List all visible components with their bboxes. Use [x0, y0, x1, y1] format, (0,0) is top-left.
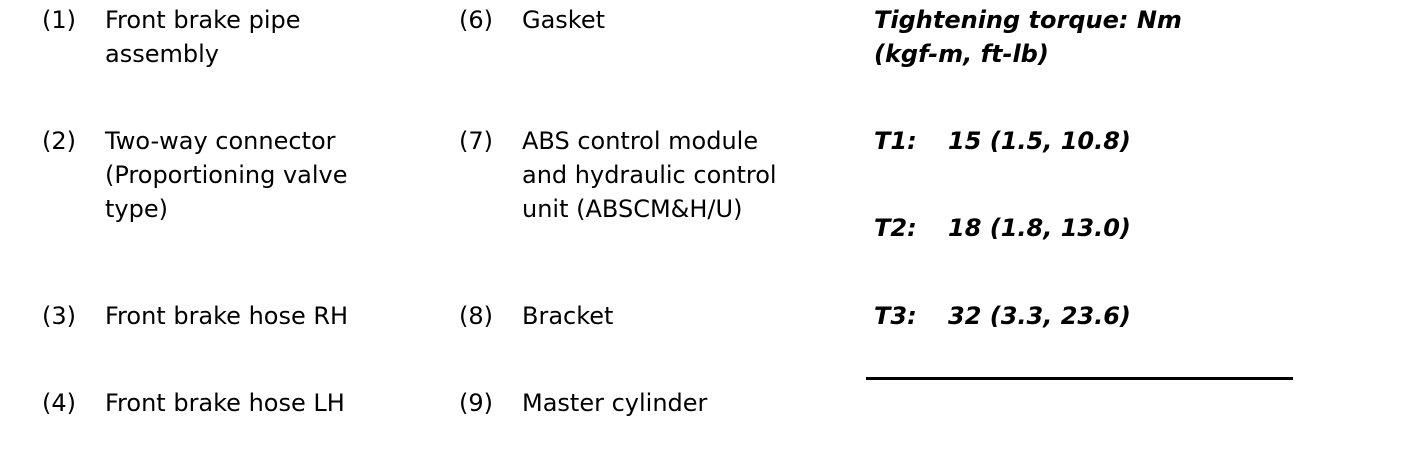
torque-header: Tightening torque: Nm (kgf-m, ft-lb)	[874, 3, 1182, 71]
torque-header-line: Tightening torque: Nm	[874, 6, 1182, 34]
legend-label: ABS control module and hydraulic control…	[522, 124, 777, 226]
legend-label-line: ABS control module	[522, 127, 759, 155]
torque-header-line: (kgf-m, ft-lb)	[874, 40, 1049, 68]
legend-label: Gasket	[522, 3, 605, 37]
legend-label: Front brake hose RH	[105, 299, 348, 333]
legend-label-line: assembly	[105, 40, 219, 68]
legend-number: (2)	[42, 127, 76, 155]
legend-number: (7)	[459, 127, 493, 155]
legend-number: (8)	[459, 302, 493, 330]
legend-label: Master cylinder	[522, 386, 707, 420]
legend-label-line: Two-way connector	[105, 127, 336, 155]
legend-label-line: and hydraulic control	[522, 161, 777, 189]
legend-label-line: Bracket	[522, 302, 614, 330]
legend-label-line: Gasket	[522, 6, 606, 34]
legend-number: (4)	[42, 389, 76, 417]
legend-label-line: Master cylinder	[522, 389, 708, 417]
legend-number: (3)	[42, 302, 76, 330]
torque-label: T3:	[874, 302, 917, 330]
legend-label-line: Front brake pipe	[105, 6, 301, 34]
torque-value: 32 (3.3, 23.6)	[948, 302, 1131, 330]
legend-label: Bracket	[522, 299, 613, 333]
torque-value: 18 (1.8, 13.0)	[948, 214, 1131, 242]
legend-label-line: (Proportioning valve	[105, 161, 348, 189]
legend-label-line: Front brake hose RH	[105, 302, 349, 330]
legend-label: Two-way connector (Proportioning valve t…	[105, 124, 347, 226]
torque-value: 15 (1.5, 10.8)	[948, 127, 1131, 155]
legend-number: (9)	[459, 389, 493, 417]
legend-label-line: Front brake hose LH	[105, 389, 345, 417]
divider-rule	[866, 377, 1293, 380]
torque-label: T2:	[874, 214, 917, 242]
legend-number: (6)	[459, 6, 493, 34]
torque-label: T1:	[874, 127, 917, 155]
legend-label: Front brake hose LH	[105, 386, 345, 420]
legend-label: Front brake pipe assembly	[105, 3, 300, 71]
legend-label-line: type)	[105, 195, 168, 223]
legend-number: (1)	[42, 6, 76, 34]
legend-label-line: unit (ABSCM&H/U)	[522, 195, 743, 223]
